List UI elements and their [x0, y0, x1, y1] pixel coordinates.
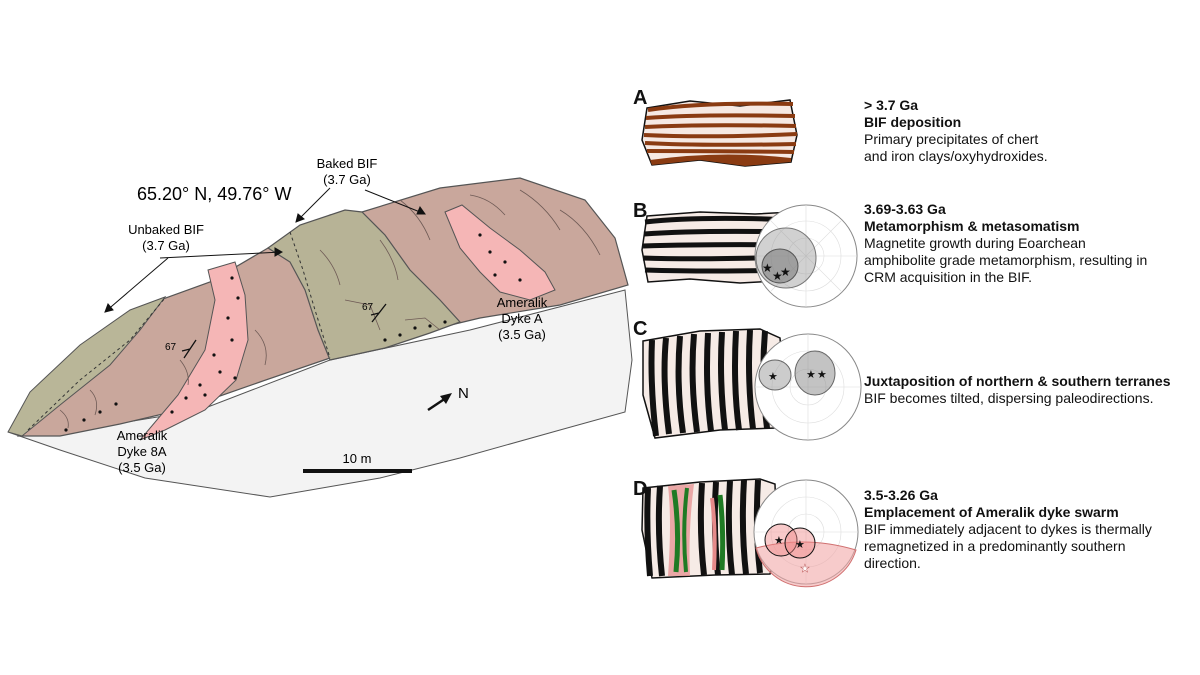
label-dyke-a-line2: Dyke A — [501, 311, 543, 326]
dip-label-1: 67 — [165, 342, 177, 353]
panel-d-block — [641, 478, 778, 579]
panel-d-desc-2: remagnetized in a predominantly southern — [864, 538, 1126, 554]
label-dyke-a-line1: Ameralik — [497, 295, 548, 310]
map-coordinates: 65.20° N, 49.76° W — [137, 184, 291, 204]
north-arrow — [427, 393, 452, 412]
panel-d-text: 3.5-3.26 Ga Emplacement of Ameralik dyke… — [864, 487, 1200, 572]
panel-d-age: 3.5-3.26 Ga — [864, 487, 938, 503]
svg-text:★: ★ — [768, 371, 778, 383]
north-label: N — [458, 385, 469, 402]
strike-dip-symbols — [181, 303, 387, 359]
dyke-a — [444, 204, 556, 301]
scale-label: 10 m — [343, 451, 372, 466]
panel-b-stereonet: ★ ★ ★ — [754, 204, 858, 308]
dip-label-2: 67 — [362, 302, 374, 313]
label-dyke-8a-line3: (3.5 Ga) — [118, 460, 166, 475]
svg-text:★: ★ — [774, 535, 784, 547]
panel-c-text: Juxtaposition of northern & southern ter… — [864, 373, 1200, 407]
block-diagram: 67 67 65.20° N, 49.76° W Baked BIF (3.7 … — [7, 156, 633, 498]
panel-c-stereonet: ★ ★ ★ — [754, 333, 862, 441]
panel-d-desc-1: BIF immediately adjacent to dykes is the… — [864, 521, 1152, 537]
label-dyke-a-line3: (3.5 Ga) — [498, 327, 546, 342]
dyke-8a — [139, 261, 249, 441]
label-unbaked-bif-line1: Unbaked BIF — [128, 222, 204, 237]
panel-b-desc-3: CRM acquisition in the BIF. — [864, 269, 1033, 285]
label-baked-bif-line1: Baked BIF — [317, 156, 378, 171]
svg-text:★: ★ — [800, 563, 810, 575]
panel-letter-b: B — [633, 200, 648, 222]
panel-a-title: BIF deposition — [864, 114, 962, 130]
label-dyke-8a-line1: Ameralik — [117, 428, 168, 443]
panel-a-desc-1: Primary precipitates of chert — [864, 131, 1039, 147]
dyke-dots — [64, 233, 522, 432]
svg-text:★: ★ — [762, 261, 773, 275]
panel-c-title: Juxtaposition of northern & southern ter… — [864, 373, 1171, 389]
panel-letter-d: D — [633, 478, 648, 500]
svg-text:★: ★ — [817, 369, 827, 381]
panel-a-block — [641, 99, 798, 167]
panel-d-title: Emplacement of Ameralik dyke swarm — [864, 504, 1119, 520]
svg-text:★: ★ — [780, 265, 791, 279]
ground-surface — [7, 289, 633, 498]
callout-arrows — [104, 187, 426, 313]
contact-dashed-1 — [27, 297, 166, 431]
panel-a-desc-2: and iron clays/oxyhydroxides. — [864, 148, 1048, 164]
panel-letter-a: A — [633, 87, 648, 109]
panel-a-age: > 3.7 Ga — [864, 97, 919, 113]
panel-b-text: 3.69-3.63 Ga Metamorphism & metasomatism… — [864, 201, 1200, 286]
svg-text:★: ★ — [795, 539, 805, 551]
panel-b-age: 3.69-3.63 Ga — [864, 201, 946, 217]
panel-c-desc-1: BIF becomes tilted, dispersing paleodire… — [864, 390, 1154, 406]
contact-dashed-2 — [289, 231, 331, 359]
label-unbaked-bif-line2: (3.7 Ga) — [142, 238, 190, 253]
surface-texture — [59, 189, 601, 429]
svg-text:★: ★ — [806, 369, 816, 381]
svg-text:★: ★ — [772, 269, 783, 283]
label-dyke-8a-line2: Dyke 8A — [117, 444, 166, 459]
panel-b-desc-2: amphibolite grade metamorphism, resultin… — [864, 252, 1148, 268]
panel-c-block — [642, 328, 786, 439]
label-baked-bif-line2: (3.7 Ga) — [323, 172, 371, 187]
panel-d-desc-3: direction. — [864, 555, 921, 571]
panel-b-title: Metamorphism & metasomatism — [864, 218, 1080, 234]
unbaked-bif-mound — [266, 209, 462, 361]
panel-a-text: > 3.7 Ga BIF deposition Primary precipit… — [864, 97, 1200, 165]
panel-letter-c: C — [633, 318, 648, 340]
panel-b-desc-1: Magnetite growth during Eoarchean — [864, 235, 1086, 251]
panel-d-stereonet: ★ ★ ★ — [753, 479, 859, 588]
